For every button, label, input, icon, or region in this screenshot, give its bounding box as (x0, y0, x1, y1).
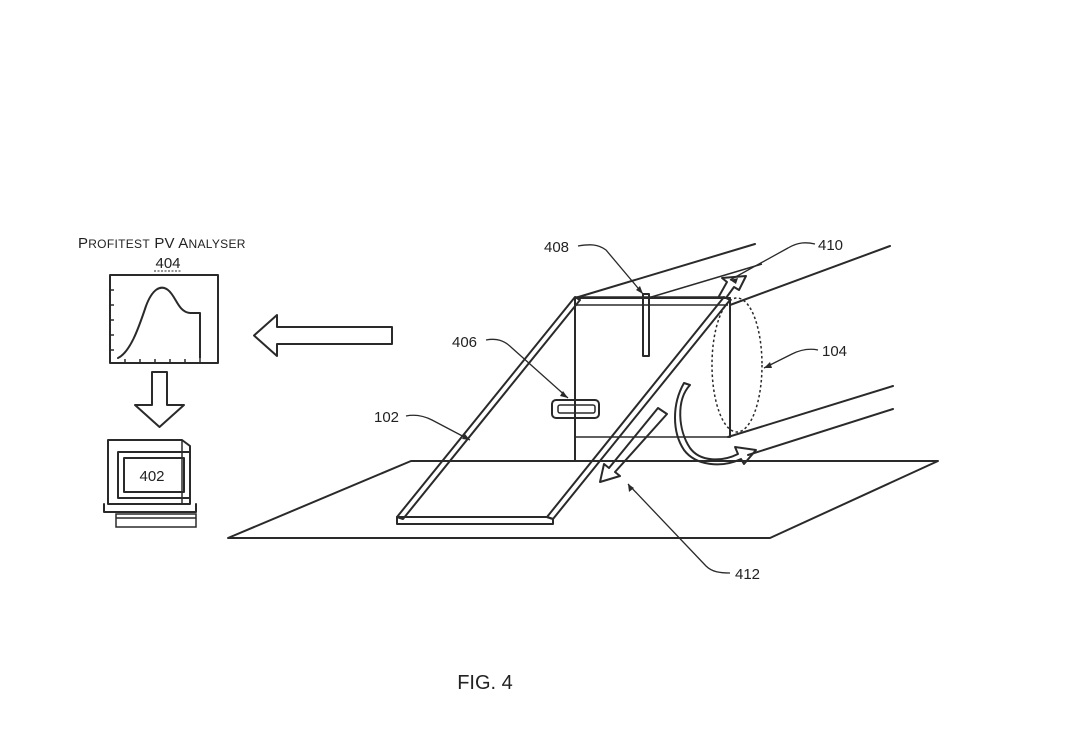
duct-line-upper-1 (574, 243, 756, 299)
ref-412-arrowhead (628, 484, 634, 492)
ref-104-arrowhead (764, 362, 772, 368)
analyser-title: PROFITEST PV ANALYSER (78, 235, 246, 252)
keyboard (115, 513, 197, 528)
fan (711, 297, 763, 433)
computer-ref-label: 402 (139, 468, 164, 485)
divider-plate (642, 293, 650, 357)
duct-line-right-3 (747, 408, 894, 456)
ref-410-leader (729, 242, 816, 281)
data-flow-left-arrow (253, 314, 393, 357)
ref-102-arrowhead (462, 434, 470, 440)
test-enclosure (574, 297, 731, 462)
figure-caption: FIG. 4 (457, 672, 513, 694)
ref-102-label: 102 (374, 409, 399, 426)
duct-line-right-2 (727, 385, 894, 438)
airflow-arrow-410 (717, 275, 747, 299)
ref-408-leader (577, 244, 644, 295)
ref-104-leader (763, 348, 819, 369)
ref-408-arrowhead (636, 286, 643, 294)
airflow-arrow-412 (599, 407, 668, 483)
curved-airflow-arrow (674, 382, 757, 466)
duct-line-upper-2 (647, 263, 763, 299)
ground-plane (227, 460, 939, 539)
iv-curve (117, 286, 201, 359)
ref-406-leader (485, 338, 569, 399)
computer: 402 (103, 439, 197, 528)
data-flow-down-arrow (134, 371, 185, 428)
ref-408-label: 408 (544, 239, 569, 256)
sensor-device (551, 399, 600, 419)
ref-102-leader (405, 414, 471, 441)
duct-line-right-1 (729, 245, 891, 306)
ref-104-label: 104 (822, 343, 847, 360)
ref-410-label: 410 (818, 237, 843, 254)
analyser-ref-label: 404 (155, 255, 180, 272)
ref-412-leader (627, 483, 731, 574)
ref-410-arrowhead (730, 278, 738, 284)
ref-406-label: 406 (452, 334, 477, 351)
ref-406-arrowhead (560, 391, 568, 398)
iv-curve-display (109, 274, 219, 364)
ref-412-label: 412 (735, 566, 760, 583)
